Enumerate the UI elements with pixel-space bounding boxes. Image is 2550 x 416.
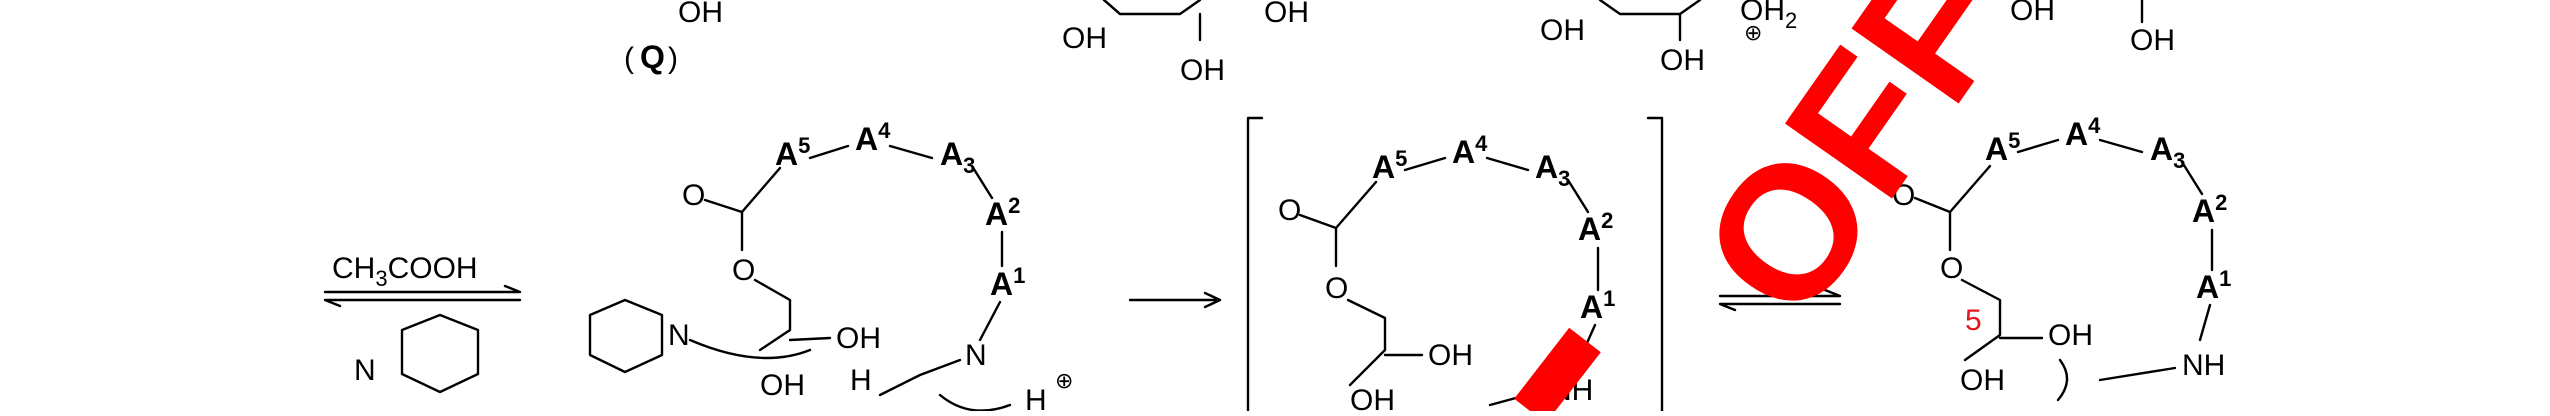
macrocycle-3: A5 A4 A3 A2 A1 NH O O 5 OH OH (1892, 113, 2231, 402)
imine-n: N (965, 339, 987, 372)
residue-a2: A2 (985, 193, 1020, 232)
residue-a1: A1 (2196, 266, 2231, 305)
oh-label: OH (1540, 14, 1585, 47)
oh-label: OH (1660, 44, 1705, 77)
pyridine-n: N (668, 319, 690, 352)
plus-charge: ⊕ (1055, 368, 1073, 393)
equilibrium-arrow-forward (323, 284, 522, 294)
residue-a4: A4 (2065, 113, 2101, 152)
residue-a2: A2 (1578, 208, 1613, 247)
oh-label: OH (2130, 24, 2175, 57)
ring-bond (1102, 0, 1122, 16)
residue-a3: A3 (940, 136, 975, 178)
equilibrium-arrow-forward (1718, 288, 1842, 298)
pyridine-n: N (354, 354, 376, 387)
residue-a3: A3 (1535, 149, 1570, 191)
bond (788, 336, 832, 342)
carbonyl-o: O (1278, 194, 1301, 227)
residue-a5: A5 (1985, 128, 2020, 167)
ring-bond (1598, 0, 1702, 16)
backbone-bonds (808, 144, 1004, 342)
oh-label: OH (1960, 364, 2005, 397)
bond (2098, 366, 2177, 382)
equilibrium-arrow-back (1718, 302, 1842, 312)
imine-bond (878, 358, 962, 397)
ester-o: O (1325, 272, 1348, 305)
oh-label: OH (1350, 384, 1395, 411)
macrocycle-1: A5 A4 A3 A2 A1 N O O OH OH H ⊕ H N (588, 118, 1073, 416)
oh-label: OH (836, 322, 881, 355)
equilibrium-arrow-back (323, 298, 522, 308)
oh-label: OH (678, 0, 723, 29)
reaction-arrow (1128, 291, 1222, 309)
plus-charge: ⊕ (1744, 20, 1762, 45)
oh-label: OH (2048, 319, 2093, 352)
oh-label: OH (1180, 54, 1225, 87)
curved-arrow (2056, 358, 2069, 402)
oh-label: OH (1062, 22, 1107, 55)
top-row-fragments: OH ( Q ) OH OH OH OH OH OH2 ⊕ OH OH (624, 0, 2175, 87)
chain-bonds (1960, 278, 2002, 362)
residue-a4: A4 (855, 118, 891, 157)
compound-label: Q (640, 39, 665, 75)
watermark: OFF (1660, 0, 2052, 354)
compound-label-close: ) (668, 42, 678, 75)
macrocycle-2: A5 A4 A3 A2 A1 O O OH OH NH (1246, 116, 1664, 416)
pyridine-ring (588, 298, 664, 374)
curved-arrow (688, 338, 812, 360)
watermark-text: OFF (1660, 0, 2052, 354)
carbonyl-o: O (1892, 179, 1915, 212)
residue-a3: A3 (2150, 131, 2185, 173)
residue-a5: A5 (1372, 146, 1407, 185)
h-label: H (1025, 384, 1047, 411)
nh-label: NH (2182, 349, 2225, 382)
ester-bonds (1298, 180, 1378, 268)
chain-bonds (1346, 298, 1387, 387)
position-marker: 5 (1965, 304, 1982, 337)
backbone-bonds (1403, 156, 1600, 372)
reagent-equilibrium: CH3COOH N (323, 252, 522, 394)
pyridine-ring (400, 313, 480, 394)
residue-a4: A4 (1452, 131, 1488, 170)
residue-a1: A1 (990, 263, 1025, 302)
carbonyl-o: O (682, 179, 705, 212)
residue-a1: A1 (1580, 286, 1615, 325)
h-label: H (850, 364, 872, 397)
ester-bonds (703, 166, 782, 252)
ester-bonds (1913, 164, 1992, 252)
compound-label-open: ( (624, 42, 634, 75)
oh-label: OH (1264, 0, 1309, 29)
oh-label: OH (760, 369, 805, 402)
chain-bonds (753, 278, 792, 352)
backbone-bonds (2016, 138, 2214, 342)
ester-o: O (1940, 252, 1963, 285)
oh-label: OH (2010, 0, 2055, 27)
residue-a5: A5 (775, 133, 810, 172)
watermark-stroke (1514, 327, 1601, 416)
brackets (1246, 116, 1664, 413)
ester-o: O (732, 254, 755, 287)
oh-label: OH (1428, 339, 1473, 372)
acetic-acid-label: CH3COOH (332, 252, 478, 291)
residue-a2: A2 (2192, 190, 2227, 229)
curved-arrow (938, 393, 1012, 412)
